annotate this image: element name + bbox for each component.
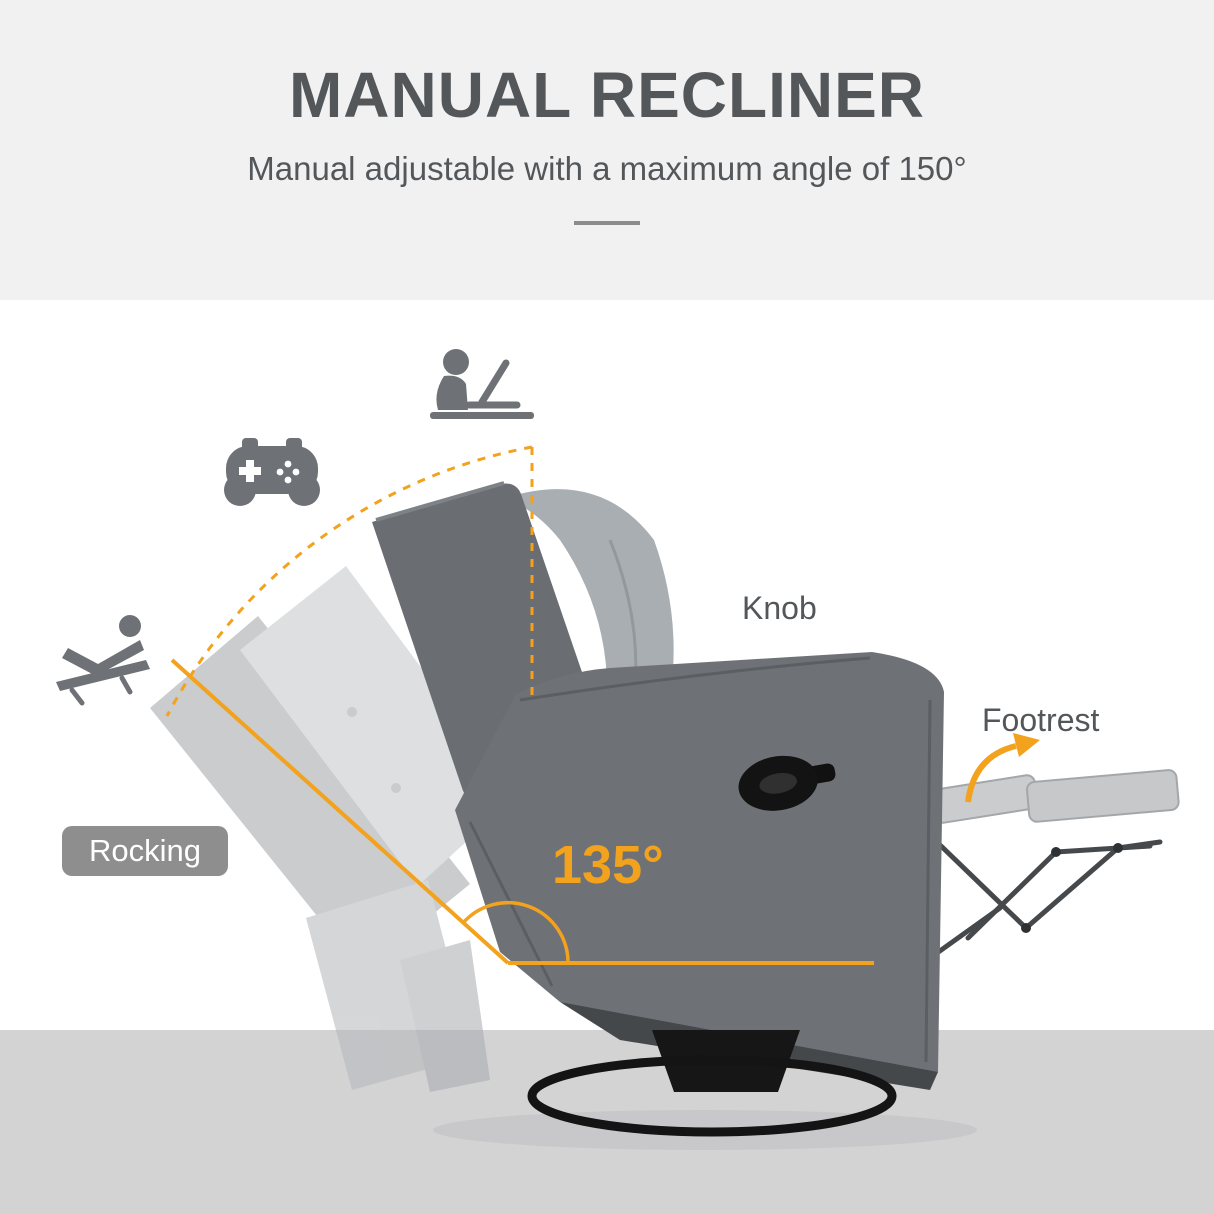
ghost-recline-positions	[150, 566, 516, 1092]
subtitle: Manual adjustable with a maximum angle o…	[247, 150, 967, 187]
recline-annotations	[165, 445, 1040, 965]
footrest-pad-near	[930, 774, 1039, 824]
divider	[574, 221, 640, 225]
chair-side-panel	[455, 652, 944, 1078]
recliner-chair	[372, 481, 944, 1137]
page-title: MANUAL RECLINER	[288, 59, 926, 131]
footrest-pad-far	[1026, 769, 1180, 823]
footrest-mechanism	[927, 769, 1180, 961]
gamepad-icon	[224, 438, 320, 506]
swivel-base	[527, 1030, 897, 1137]
recline-range-arc	[165, 445, 533, 717]
header-band	[0, 0, 1214, 300]
rocking-badge: Rocking	[62, 826, 228, 876]
angle-arc	[461, 900, 570, 964]
person-reclining-icon	[56, 615, 150, 706]
recline-angle-value: 135°	[552, 835, 664, 895]
recline-knob	[738, 755, 836, 811]
person-laptop-icon	[430, 349, 534, 419]
angle-ray	[170, 658, 510, 965]
knob-label: Knob	[742, 590, 817, 626]
footrest-label: Footrest	[982, 702, 1100, 738]
footrest-direction-arrow-icon	[965, 733, 1040, 803]
